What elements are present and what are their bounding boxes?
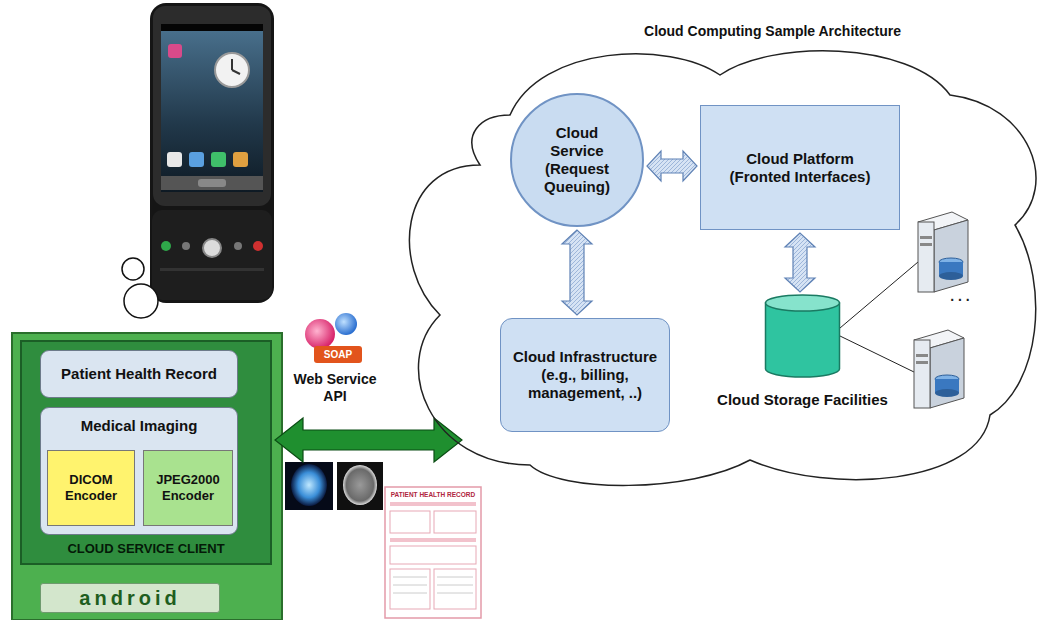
service-circle: Cloud Service (Request Queuing) — [510, 93, 644, 227]
thought-bubbles — [122, 258, 158, 318]
node-text: DICOM Encoder — [51, 472, 131, 503]
edge-label: Web Service API — [292, 371, 378, 405]
cloud-shape: Cloud Computing Sample ArchitectureCloud… — [390, 15, 1045, 495]
storage-cylinder: Cloud Storage Facilities — [690, 295, 915, 417]
soap-icon — [305, 313, 362, 363]
phone-picture — [150, 3, 274, 303]
node-text: Cloud Infrastructure (e.g., billing, man… — [513, 348, 658, 402]
node-text: Medical Imaging — [81, 417, 198, 435]
encoder-box: JPEG2000 Encoder — [143, 450, 233, 526]
node-text: CLOUD SERVICE CLIENT — [67, 541, 224, 557]
server-icon — [914, 330, 964, 408]
node-text: Cloud Service (Request Queuing) — [528, 124, 626, 196]
health-record-form — [385, 487, 481, 618]
node-text: Cloud Storage Facilities — [717, 391, 888, 409]
cloud-outline — [390, 15, 1045, 495]
double-arrow — [647, 151, 697, 181]
server-icon — [918, 212, 968, 292]
client-band — [12, 333, 282, 620]
platform-box: Cloud Platform (Fronted Interfaces) — [700, 105, 900, 230]
infrastructure-box: Cloud Infrastructure (e.g., billing, man… — [500, 318, 670, 432]
node-text: Patient Health Record — [61, 365, 217, 383]
form-title: PATIENT HEALTH RECORD — [387, 490, 479, 499]
icon-text: SOAP — [314, 348, 362, 362]
brain-scans — [285, 462, 383, 510]
double-arrow — [562, 230, 592, 315]
storage-links — [840, 262, 918, 372]
node-text: Cloud Platform (Fronted Interfaces) — [725, 150, 875, 186]
imaging-box: Medical ImagingDICOM Encoder JPEG2000 Enc… — [40, 407, 238, 535]
node-text: Cloud Computing Sample Architecture — [644, 23, 901, 40]
double-arrow — [275, 418, 462, 462]
double-arrow — [785, 233, 815, 292]
client-box: CLOUD SERVICE CLIENT Patient Health Recor… — [20, 340, 272, 565]
encoder-box: DICOM Encoder — [47, 450, 135, 526]
node-text: JPEG2000 Encoder — [147, 472, 229, 503]
ellipsis-mark: . . . — [940, 288, 980, 304]
android-logo: android — [40, 583, 220, 613]
record-box: Patient Health Record — [40, 350, 238, 398]
